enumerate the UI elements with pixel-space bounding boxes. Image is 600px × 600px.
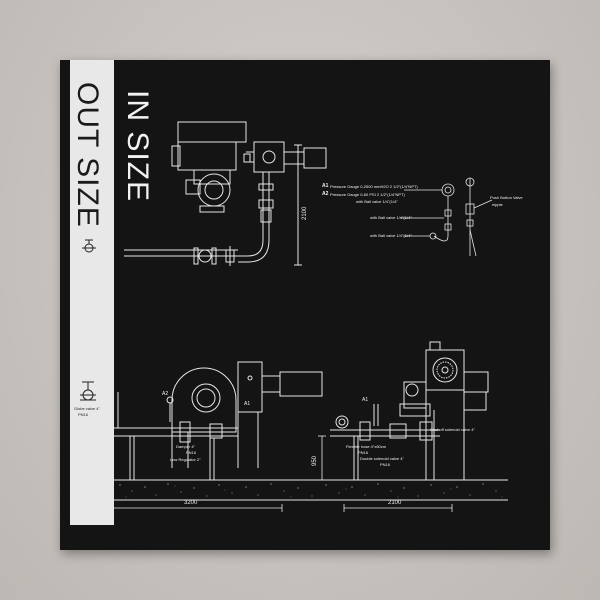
nipple-label: nipple bbox=[492, 202, 503, 207]
top-burner-assembly bbox=[124, 121, 327, 266]
ground-base bbox=[112, 479, 508, 501]
bottom-left-dimension-3200: 3200 bbox=[184, 500, 198, 506]
legend-a2-text: Pressure Gauge 0-60 PSI 2 1/2"(1/4"NPT) bbox=[330, 192, 405, 197]
flexible-hose-label: Flexible hose 4"x60cm bbox=[346, 444, 387, 449]
tapestry: OUT SIZE IN SIZE Globe valve 4" PN16 210… bbox=[60, 60, 550, 550]
globe-valve-rating: PN16 bbox=[78, 412, 89, 417]
gauge-legend-drawing bbox=[400, 177, 493, 257]
double-solenoid-rating: PN16 bbox=[380, 462, 391, 467]
white-title-band bbox=[70, 60, 114, 525]
technical-drawing bbox=[80, 121, 508, 512]
legend-a1-text: Pressure Gauge 0-2500 mmH2O 2 1/2"(1/4"N… bbox=[330, 184, 418, 189]
damper-label: Damper 4" bbox=[176, 444, 195, 449]
dimension-lines bbox=[111, 435, 453, 512]
flexible-hose-rating: PN16 bbox=[358, 450, 369, 455]
top-dimension-2100: 2100 bbox=[302, 206, 308, 220]
bottom-left-a1: A1 bbox=[244, 401, 251, 407]
legend-ball-valve-1: with Ball valve 1/4"(1/4" bbox=[356, 199, 398, 204]
low-regulator-label: Low Regulator 2" bbox=[170, 457, 201, 462]
legend-a1: A1 bbox=[322, 183, 329, 189]
band-valve-glyph bbox=[82, 239, 96, 253]
double-solenoid-label: Double solenoid valve 4" bbox=[360, 456, 404, 461]
band-title: OUT SIZE bbox=[71, 82, 104, 228]
legend-ball-valve-2: with Ball valve 1/4"(1/4" bbox=[370, 215, 412, 220]
globe-valve-glyph bbox=[80, 381, 96, 401]
shut-off-valve-label: Shut off solenoid valve 4" bbox=[430, 427, 475, 432]
push-button-valve-label: Push Button Valve bbox=[490, 195, 523, 200]
bottom-right-assembly bbox=[330, 341, 489, 480]
dark-title: IN SIZE bbox=[121, 90, 154, 203]
bottom-left-assembly bbox=[100, 361, 323, 480]
bottom-right-a1: A1 bbox=[362, 397, 369, 403]
legend-ball-valve-3: with Ball valve 1/4"(1/4" bbox=[370, 233, 412, 238]
bottom-right-dimension-2100: 2100 bbox=[388, 500, 402, 506]
ground-speckle bbox=[119, 483, 503, 498]
bottom-left-a2: A2 bbox=[162, 391, 169, 397]
legend-a2: A2 bbox=[322, 191, 329, 197]
globe-valve-label: Globe valve 4" bbox=[74, 406, 100, 411]
damper-rating: PN16 bbox=[186, 450, 197, 455]
bottom-right-dimension-950: 950 bbox=[312, 455, 318, 466]
